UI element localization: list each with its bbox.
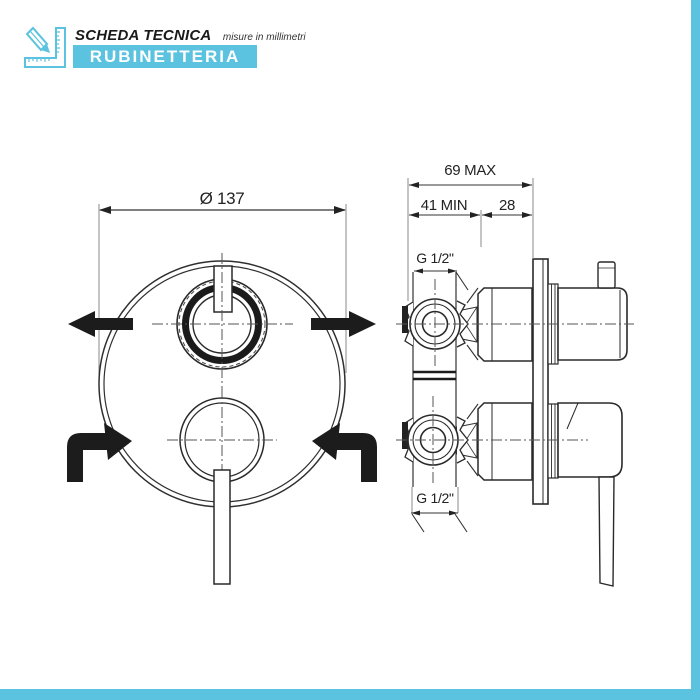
diameter-dimension xyxy=(99,206,346,214)
side-view xyxy=(396,178,634,587)
page-title: SCHEDA TECNICA xyxy=(75,27,212,44)
page-subtitle: misure in millimetri xyxy=(222,32,306,43)
upper-knob-tab xyxy=(213,265,233,313)
thread-size-bottom-label: G 1/2" xyxy=(416,490,454,506)
wall-plate-side xyxy=(532,258,549,505)
front-centerlines xyxy=(152,253,293,396)
page-border-right xyxy=(691,0,700,700)
header-title-row: SCHEDA TECNICA misure in millimetri xyxy=(75,27,306,45)
dimension-diameter-label: Ø 137 xyxy=(199,189,245,208)
arrow-right-icon xyxy=(311,311,376,337)
page-border-bottom xyxy=(0,689,700,700)
thread-size-top-label: G 1/2" xyxy=(416,250,454,266)
dimension-plate-offset-label: 28 xyxy=(498,197,516,214)
front-extension-lines xyxy=(98,204,347,378)
bent-arrow-right-icon xyxy=(312,423,377,482)
flow-arrows-horizontal xyxy=(68,311,376,337)
dimension-depth-max-label: 69 MAX xyxy=(444,162,496,179)
cartridge-bodies xyxy=(477,287,533,481)
bent-arrow-left-icon xyxy=(67,423,132,482)
upper-knob-tab-side xyxy=(597,261,616,289)
lever-handle-front xyxy=(213,469,231,585)
dimension-depth-min-label: 41 MIN xyxy=(420,197,468,214)
lower-lever-side xyxy=(547,402,623,587)
side-dimensions xyxy=(407,178,534,533)
pencil-square-ruler-icon xyxy=(24,26,66,68)
lever-handle-side xyxy=(598,476,615,587)
front-view xyxy=(67,204,377,585)
arrow-left-icon xyxy=(68,311,133,337)
rotation-arrows xyxy=(67,423,377,482)
upper-knob-side xyxy=(547,261,628,365)
category-badge: RUBINETTERIA xyxy=(73,45,257,68)
side-centerlines xyxy=(396,279,634,484)
